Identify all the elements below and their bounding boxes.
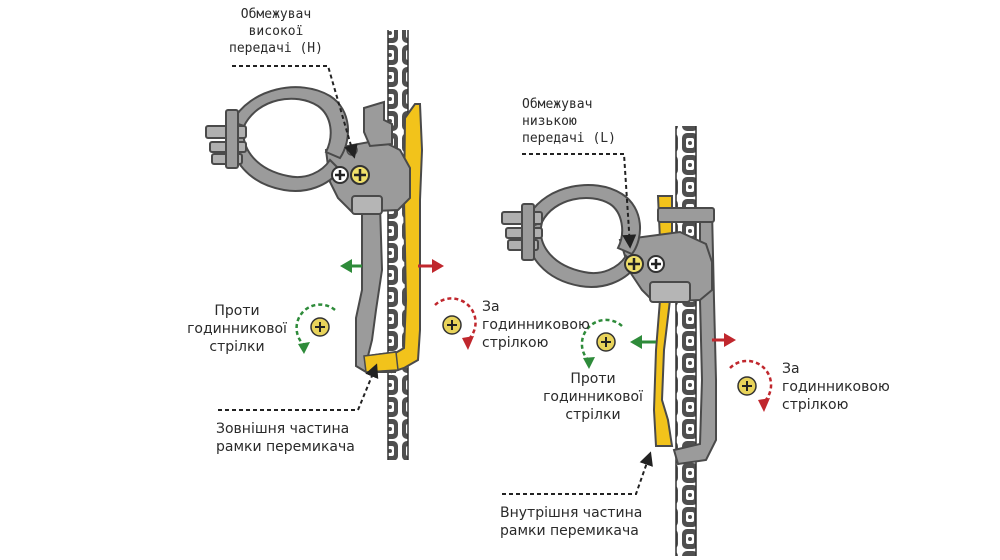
left-clamp — [230, 86, 350, 160]
left-cage-leader — [218, 363, 379, 411]
left-cage-label: Зовнішня частина рамки перемикача — [216, 420, 366, 456]
label-line: годинниковою — [782, 379, 890, 395]
right-clockwise-label: За годинниковою стрілкою — [782, 360, 892, 414]
right-counter-clockwise-label: Проти годинникової стрілки — [538, 370, 648, 424]
left-derailleur — [205, 30, 477, 460]
label-line: стрілки — [565, 407, 621, 423]
label-line: рамки перемикача — [216, 439, 355, 455]
left-move-inward-arrow — [340, 259, 362, 273]
right-derailleur — [501, 126, 773, 556]
right-low-limit-label: Обмежувач низькою передачі (L) — [522, 96, 642, 147]
right-counter-clockwise-adjust — [580, 318, 623, 369]
label-line: За — [482, 299, 500, 315]
label-line: Обмежувач — [522, 97, 593, 112]
label-line: високої — [248, 24, 304, 39]
label-line: Проти — [570, 371, 616, 387]
label-line: годинникової — [543, 389, 643, 405]
label-line: За — [782, 361, 800, 377]
label-line: передачі (H) — [229, 41, 323, 56]
label-line: стрілкою — [482, 335, 549, 351]
left-move-outward-arrow — [418, 259, 444, 273]
left-counter-clockwise-label: Проти годинникової стрілки — [182, 302, 292, 356]
right-cage-label: Внутрішня частина рамки перемикача — [500, 504, 650, 540]
label-line: рамки перемикача — [500, 523, 639, 539]
label-line: Обмежувач — [240, 7, 312, 22]
right-limit-leader — [522, 153, 637, 249]
right-move-inward-arrow — [630, 335, 656, 349]
label-line: годинникової — [187, 321, 287, 337]
left-high-limit-label: Обмежувач високої передачі (H) — [218, 6, 334, 57]
label-line: годинниковою — [482, 317, 590, 333]
left-clockwise-adjust — [434, 297, 477, 350]
left-clockwise-label: За годинниковою стрілкою — [482, 298, 590, 352]
right-cage-leader — [502, 451, 653, 495]
label-line: Зовнішня частина — [216, 421, 350, 437]
label-line: Внутрішня частина — [500, 505, 643, 521]
right-move-outward-arrow — [712, 333, 736, 347]
label-line: Проти — [214, 303, 260, 319]
label-line: передачі (L) — [522, 131, 616, 146]
label-line: стрілки — [209, 339, 265, 355]
label-line: низькою — [522, 114, 577, 129]
right-clockwise-adjust — [729, 359, 773, 412]
left-outer-cage — [391, 103, 424, 374]
right-chain — [676, 126, 696, 556]
right-clamp — [528, 183, 642, 256]
left-limit-leader — [232, 65, 358, 159]
label-line: стрілкою — [782, 397, 849, 413]
left-counter-clockwise-adjust — [295, 303, 336, 354]
